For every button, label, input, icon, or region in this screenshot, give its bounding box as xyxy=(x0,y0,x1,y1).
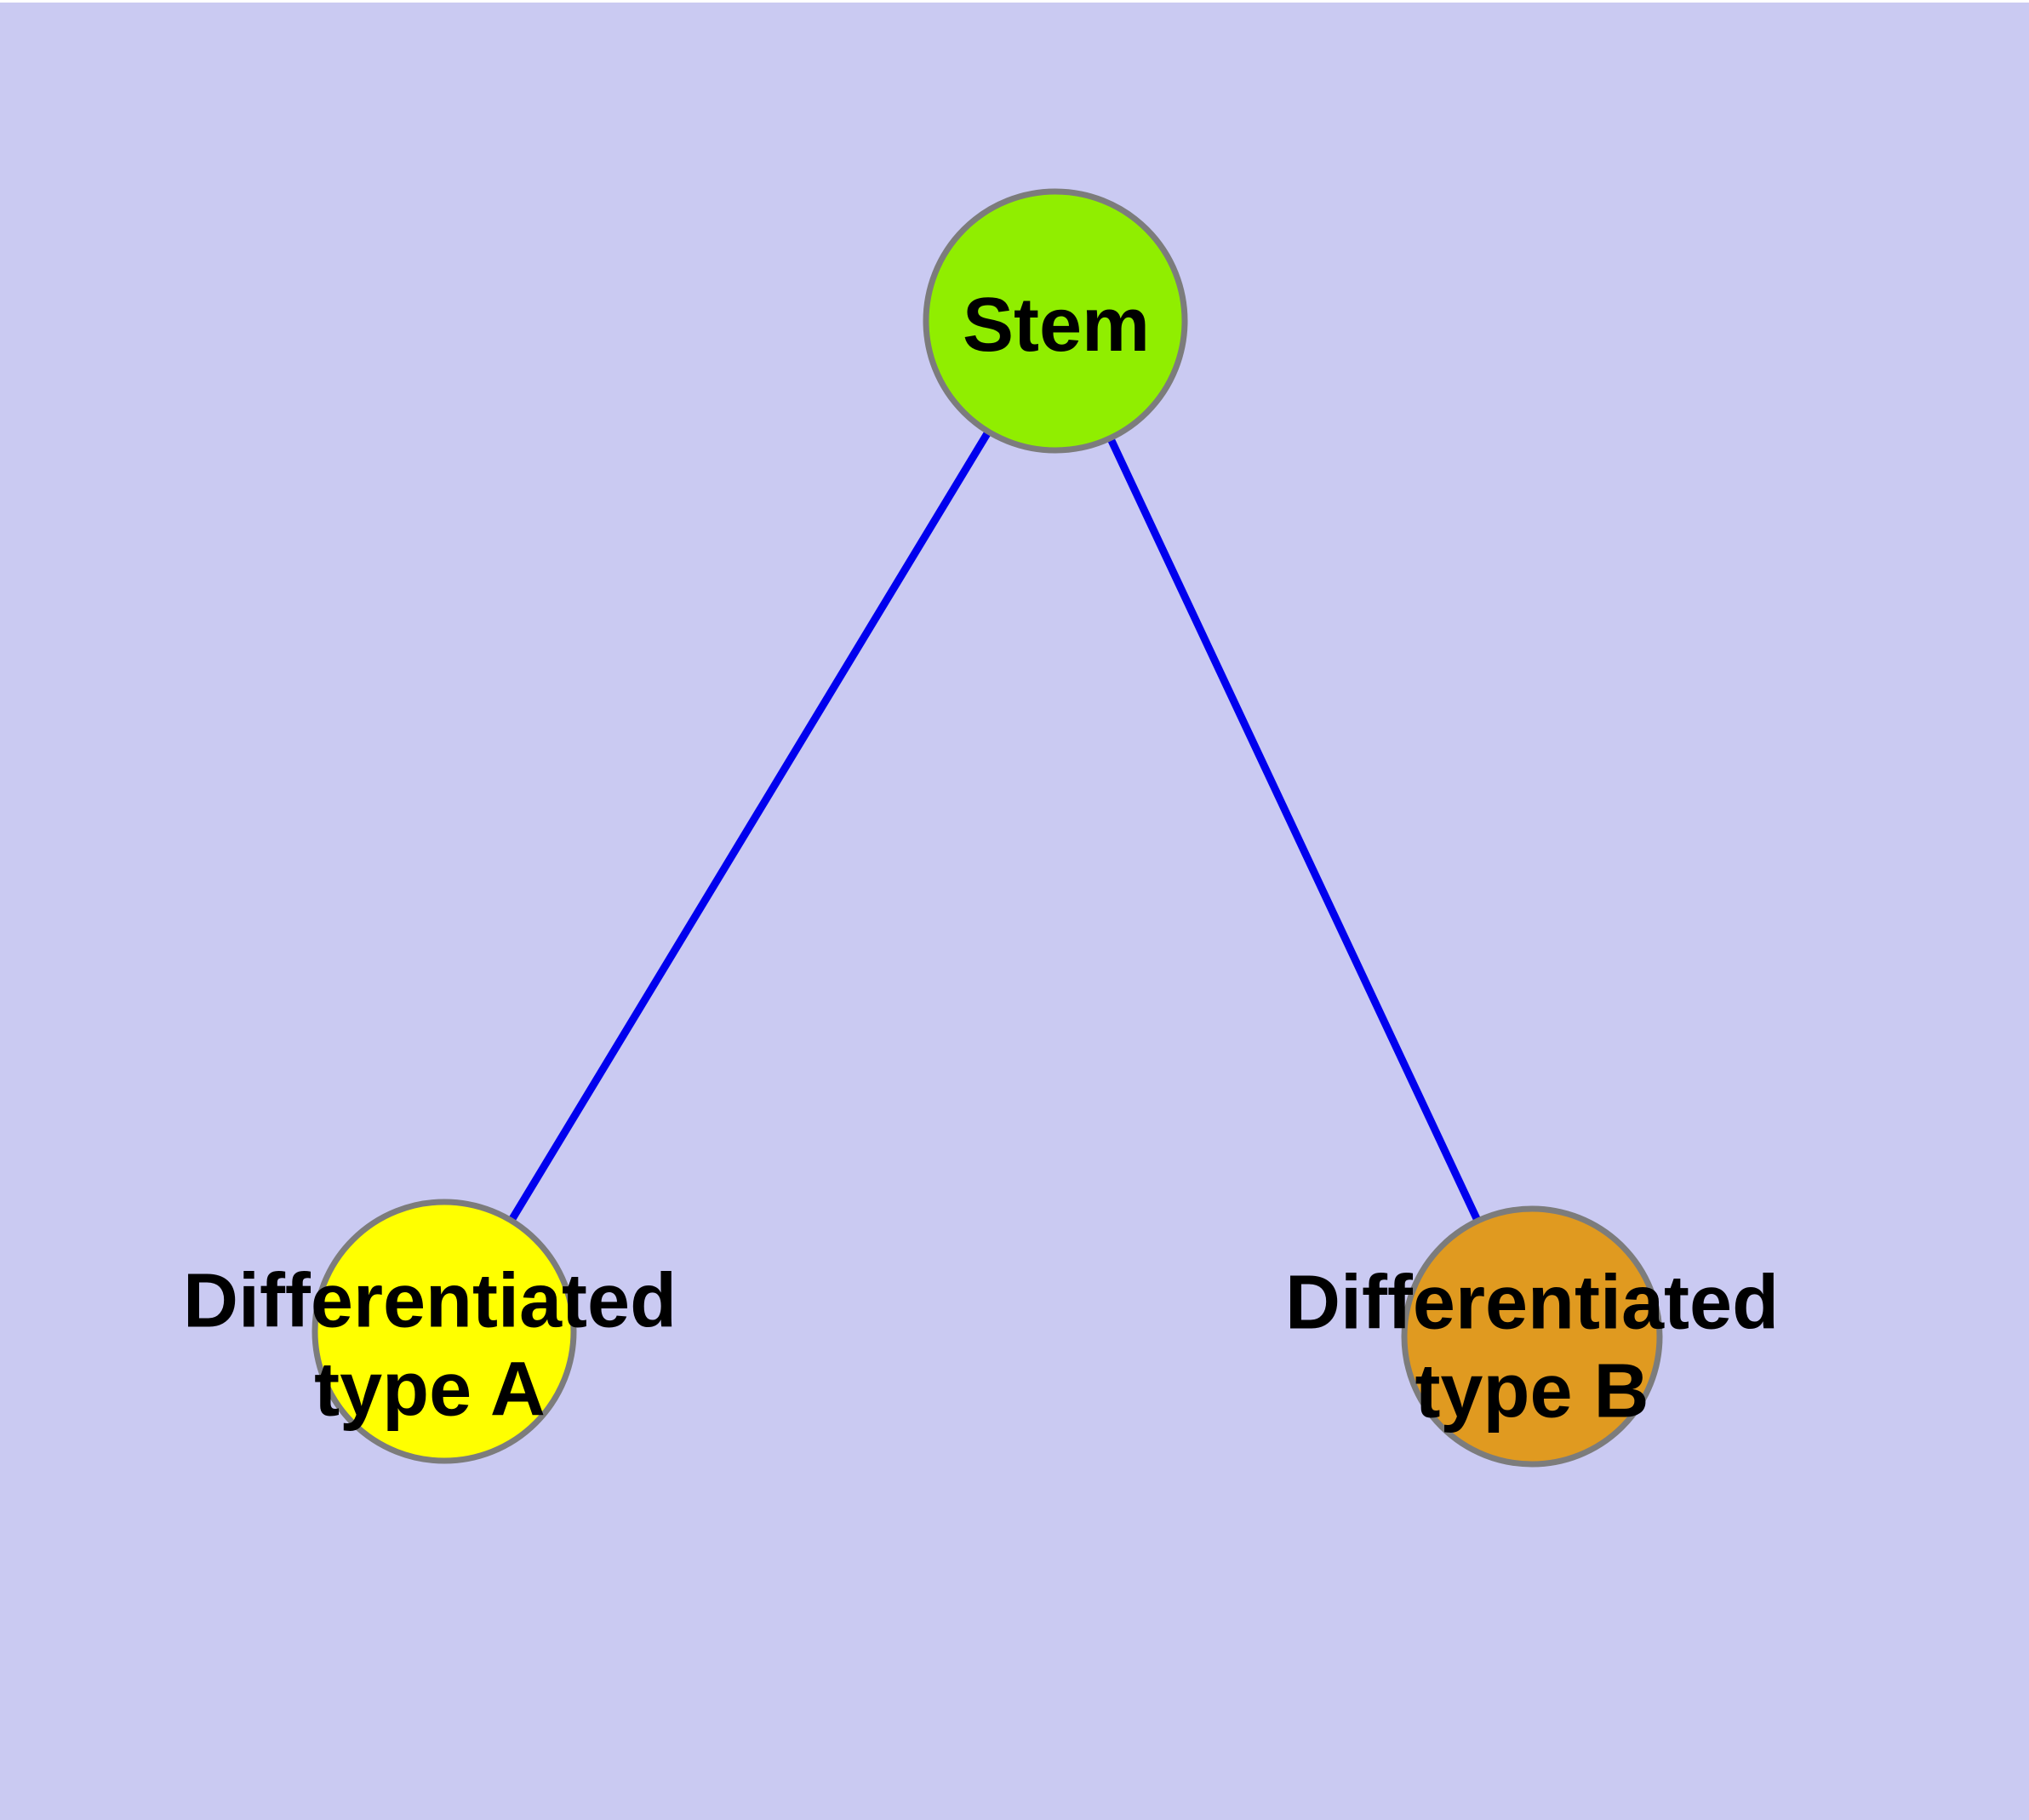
node-type-b-circle xyxy=(1401,1205,1663,1468)
node-stem-label: Stem xyxy=(962,282,1151,368)
node-stem-circle xyxy=(923,188,1188,454)
top-border xyxy=(0,0,2029,3)
edge-stem-to-type-a xyxy=(441,318,1059,1334)
edge-stem-to-type-b xyxy=(1051,319,1536,1338)
node-type-a-label: Differentiated type A xyxy=(182,1258,677,1433)
node-type-a-circle xyxy=(311,1199,577,1464)
node-type-b-label: Differentiated type B xyxy=(1284,1260,1780,1434)
